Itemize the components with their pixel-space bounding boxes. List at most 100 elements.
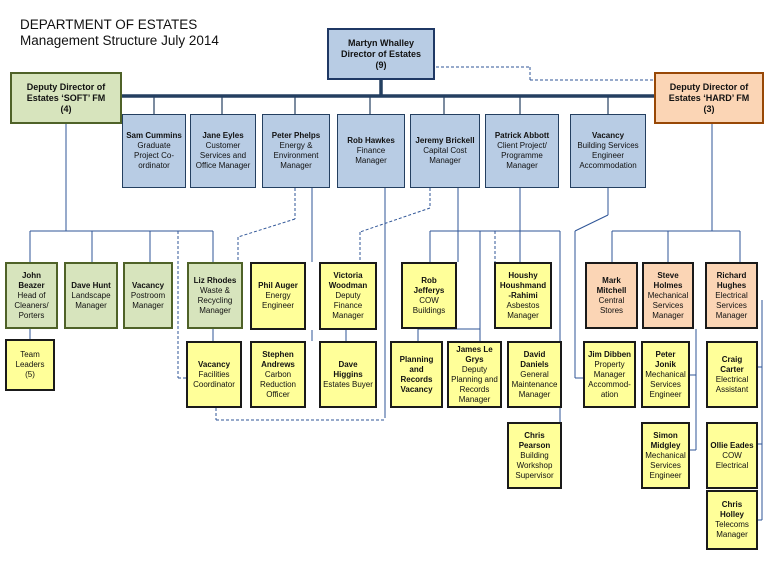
deputy-hard-count: (3) xyxy=(703,103,715,114)
person-name: John Beazer xyxy=(18,270,45,290)
person-name: Dave Hunt xyxy=(71,280,111,290)
person-name: Vacancy xyxy=(591,131,625,140)
staff-box: Craig Carter Electrical Assistant xyxy=(706,341,758,408)
staff-box: Vacancy Facilities Coordinator xyxy=(186,341,242,408)
person-role: Electrical Services Manager xyxy=(715,290,748,320)
staff-box: Chris Holley Telecoms Manager xyxy=(706,490,758,550)
staff-box: Richard Hughes Electrical Services Manag… xyxy=(705,262,758,329)
person-name: Vacancy xyxy=(197,359,231,369)
staff-box: Liz Rhodes Waste & Recycling Manager xyxy=(187,262,243,329)
person-name: Craig Carter xyxy=(720,354,744,374)
manager-box: Patrick Abbott Client Project/ Programme… xyxy=(485,114,559,188)
staff-box: Peter Jonik Mechanical Services Engineer xyxy=(641,341,690,408)
director-box: Martyn Whalley Director of Estates (9) xyxy=(327,28,435,80)
manager-box: Vacancy Building Services Engineer Accom… xyxy=(570,114,646,188)
person-role: Graduate Project Co-ordinator xyxy=(133,141,174,170)
staff-box: Dave Hunt Landscape Manager xyxy=(64,262,118,329)
person-name: Richard Hughes xyxy=(716,270,747,290)
staff-box: Planning and Records Vacancy xyxy=(390,341,443,408)
person-role: Vacancy xyxy=(400,384,433,394)
deputy-soft-box: Deputy Director of Estates ‘SOFT’ FM (4) xyxy=(10,72,122,124)
staff-box: Simon Midgley Mechanical Services Engine… xyxy=(641,422,690,489)
deputy-soft-line2: Estates ‘SOFT’ FM xyxy=(26,92,106,103)
person-role: Central Stores xyxy=(598,295,625,315)
director-role: Director of Estates xyxy=(340,48,422,59)
person-name: David Daniels xyxy=(520,349,549,369)
person-role: Facilities Coordinator xyxy=(193,369,235,389)
deputy-soft-count: (4) xyxy=(60,103,72,114)
person-role: Mechanical Services Manager xyxy=(647,290,689,320)
person-role: Head of Cleaners/ Porters xyxy=(14,290,49,320)
person-name: Simon Midgley xyxy=(650,430,681,450)
team-leaders-box: Team Leaders (5) xyxy=(5,339,55,391)
person-role: Finance Manager xyxy=(355,146,387,165)
deputy-hard-line2: Estates ‘HARD’ FM xyxy=(668,92,750,103)
person-role: Property Manager Accommod- ation xyxy=(588,359,631,399)
manager-box: Jeremy Brickell Capital Cost Manager xyxy=(410,114,480,188)
staff-box: Vacancy Postroom Manager xyxy=(123,262,173,329)
person-role: Energy & Environment Manager xyxy=(273,141,319,170)
manager-box: Jane Eyles Customer Services and Office … xyxy=(190,114,256,188)
person-name: Chris Holley xyxy=(719,500,744,519)
person-role: Mechanical Services Engineer xyxy=(645,369,686,399)
manager-box: Rob Hawkes Finance Manager xyxy=(337,114,405,188)
structure-subtitle: Management Structure July 2014 xyxy=(20,33,219,48)
person-role: Postroom Manager xyxy=(130,290,166,310)
person-role: Asbestos Manager xyxy=(506,300,540,320)
person-role: Waste & Recycling Manager xyxy=(197,285,233,315)
person-role: Capital Cost Manager xyxy=(423,146,467,165)
person-name: Rob Hawkes xyxy=(347,136,395,145)
person-role: COW Buildings xyxy=(412,295,446,315)
person-name: Sam Cummins xyxy=(126,131,182,140)
person-role: General Maintenance Manager xyxy=(511,369,558,399)
person-name: Peter Phelps xyxy=(271,131,321,140)
person-role: Customer Services and Office Manager xyxy=(195,141,251,170)
staff-box: Steve Holmes Mechanical Services Manager xyxy=(642,262,694,329)
director-count: (9) xyxy=(375,59,387,70)
staff-box: Stephen Andrews Carbon Reduction Officer xyxy=(250,341,306,408)
person-role: Electrical Assistant xyxy=(715,374,749,394)
manager-box: Peter Phelps Energy & Environment Manage… xyxy=(262,114,330,188)
deputy-hard-box: Deputy Director of Estates ‘HARD’ FM (3) xyxy=(654,72,764,124)
person-name: Patrick Abbott xyxy=(494,131,550,140)
staff-box: Chris Pearson Building Workshop Supervis… xyxy=(507,422,562,489)
person-role: Telecoms Manager xyxy=(715,520,749,539)
person-role: Deputy Finance Manager xyxy=(332,291,364,320)
staff-box: Jim Dibben Property Manager Accommod- at… xyxy=(583,341,636,408)
person-role: Landscape Manager xyxy=(71,290,111,310)
person-role: Energy Engineer xyxy=(261,291,295,310)
deputy-hard-line1: Deputy Director of xyxy=(669,81,749,92)
person-name: Chris Pearson xyxy=(518,430,551,450)
deputy-soft-line1: Deputy Director of xyxy=(26,81,106,92)
person-role: Carbon Reduction Officer xyxy=(259,369,297,399)
team-leaders-count: (5) xyxy=(25,370,35,379)
staff-box: Phil Auger Energy Engineer xyxy=(250,262,306,330)
person-name: James Le Grys xyxy=(456,344,493,364)
person-role: Client Project/ Programme Manager xyxy=(497,141,547,170)
staff-box: James Le Grys Deputy Planning and Record… xyxy=(447,341,502,408)
staff-box: David Daniels General Maintenance Manage… xyxy=(507,341,562,408)
person-name: Ollie Eades xyxy=(710,440,754,450)
staff-box: Houshy Houshmand -Rahimi Asbestos Manage… xyxy=(494,262,552,329)
person-name: Dave Higgins xyxy=(333,359,363,379)
staff-box: Mark Mitchell Central Stores xyxy=(585,262,638,329)
person-name: Stephen Andrews xyxy=(261,349,295,369)
chart-title: DEPARTMENT OF ESTATES Management Structu… xyxy=(20,17,219,49)
person-name: Peter Jonik xyxy=(655,349,676,369)
staff-box: Ollie Eades COW Electrical xyxy=(706,422,758,489)
person-name: Victoria Woodman xyxy=(328,271,368,290)
person-name: Jeremy Brickell xyxy=(415,136,475,145)
team-leaders-label: Team Leaders xyxy=(15,350,45,369)
department-title: DEPARTMENT OF ESTATES xyxy=(20,17,198,32)
manager-box: Sam Cummins Graduate Project Co-ordinato… xyxy=(122,114,186,188)
person-name: Houshy Houshmand -Rahimi xyxy=(499,270,547,300)
person-name: Phil Auger xyxy=(258,281,298,290)
person-role: COW Electrical xyxy=(715,450,749,470)
director-name: Martyn Whalley xyxy=(347,37,414,48)
person-role: Building Workshop Supervisor xyxy=(515,450,554,480)
person-name: Rob Jefferys xyxy=(413,275,445,295)
person-name: Vacancy xyxy=(131,280,165,290)
person-name: Jim Dibben xyxy=(587,349,632,359)
